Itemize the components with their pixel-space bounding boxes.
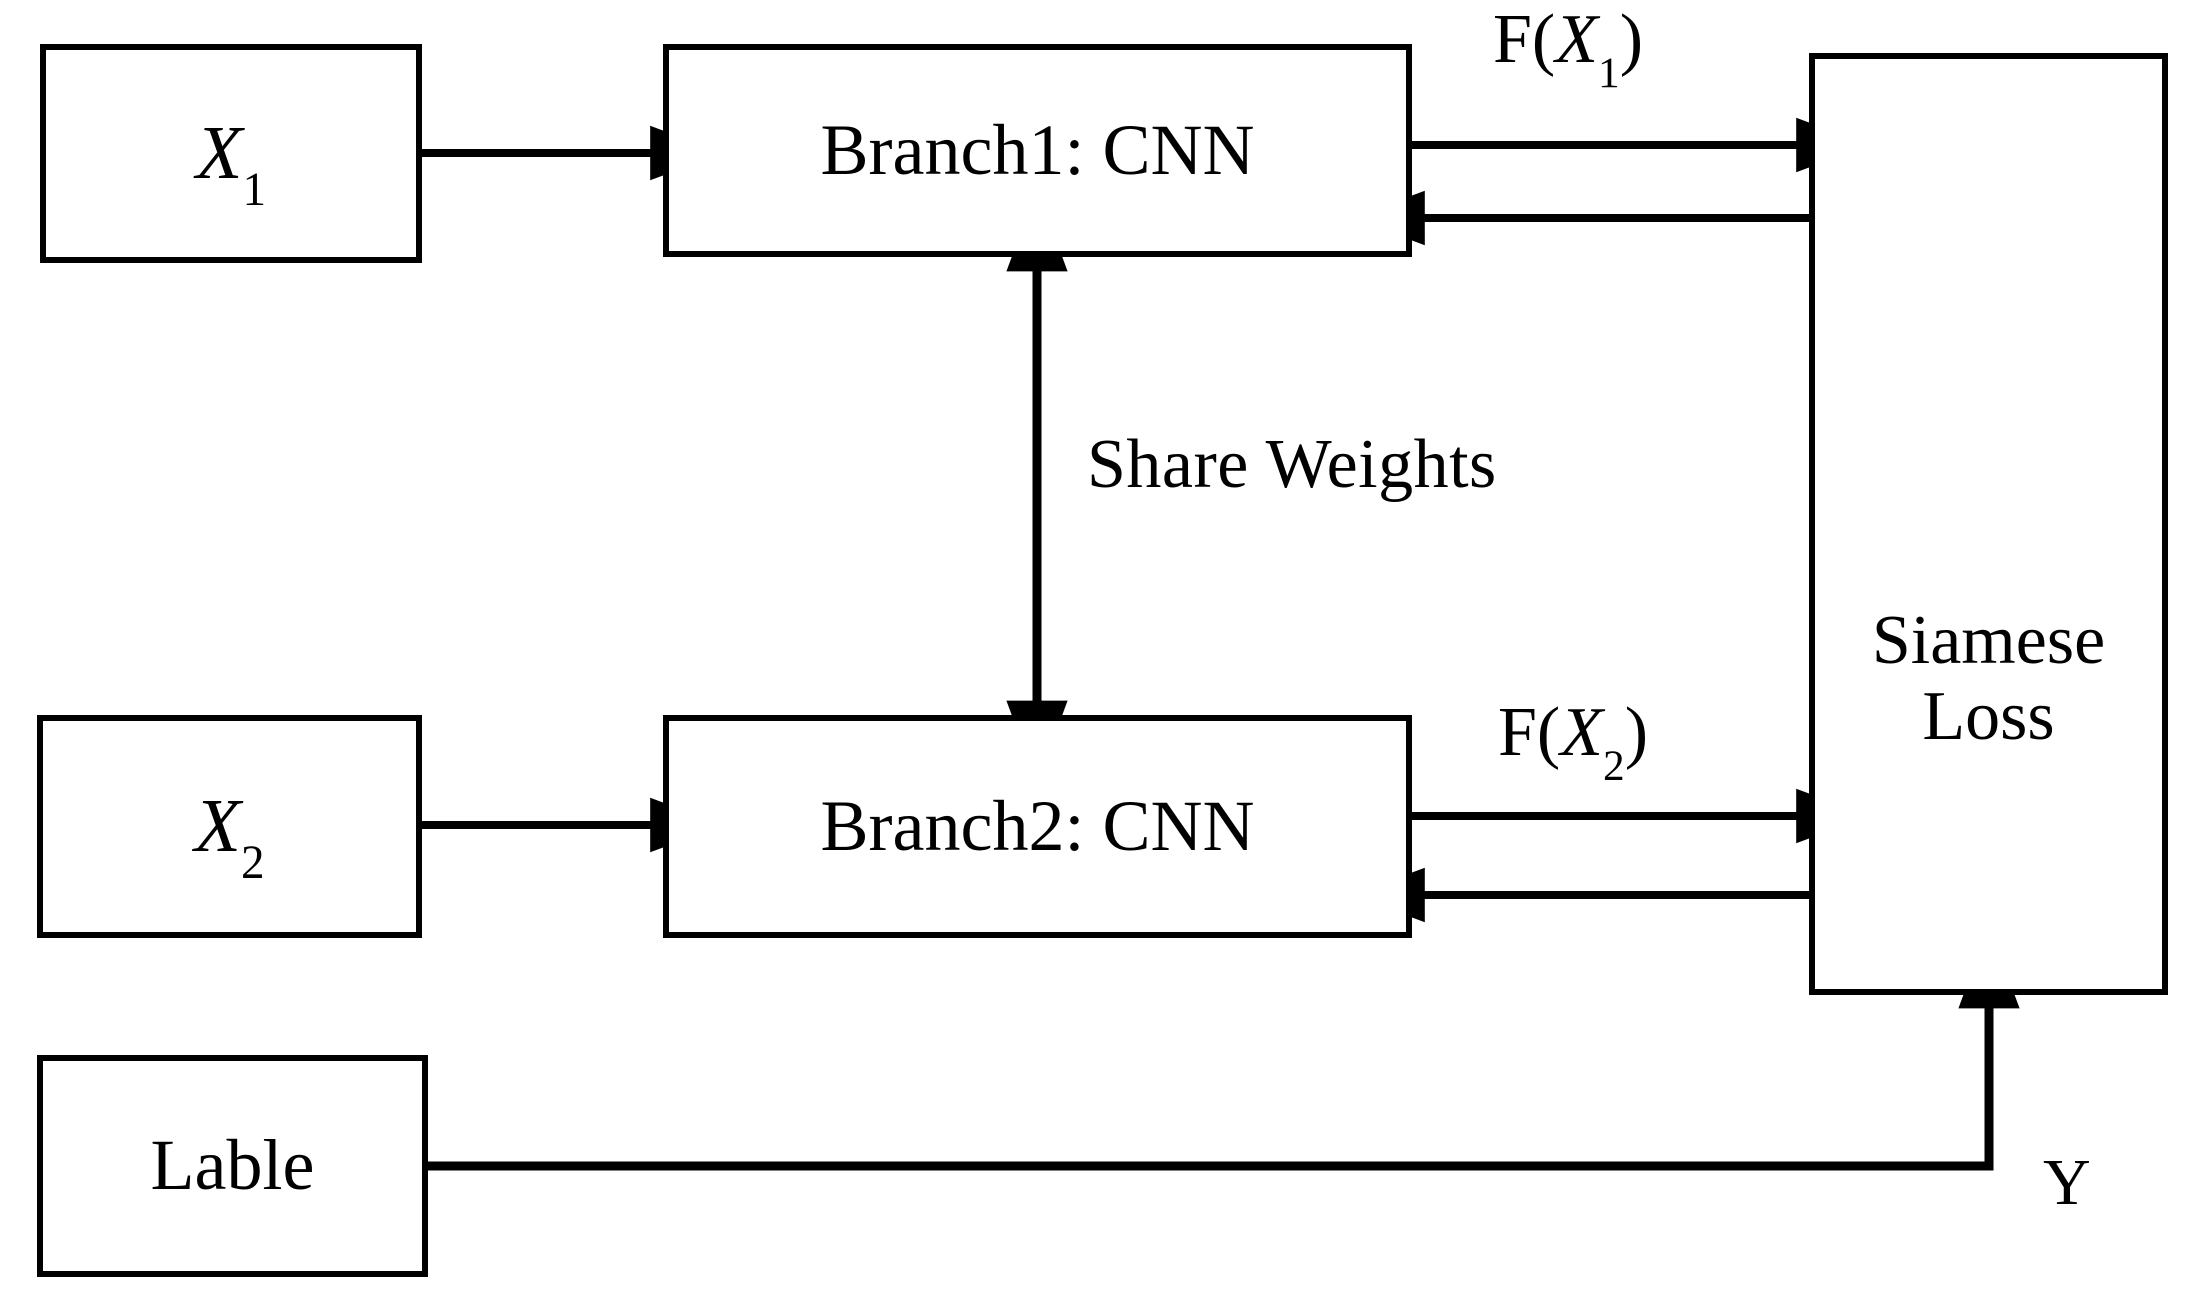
node-x1-label-base: X: [196, 111, 243, 196]
node-branch2[interactable]: Branch2: CNN: [663, 715, 1412, 938]
edge-label-share-weights: Share Weights: [1087, 426, 1497, 503]
node-lable-label: Lable: [150, 1125, 315, 1206]
node-x2-label-subscript: 2: [240, 837, 265, 889]
node-branch2-label: Branch2: CNN: [820, 785, 1255, 866]
edge-label-fx1-suffix: ): [1619, 1, 1644, 78]
edge-label-fx2-var: X: [1560, 694, 1604, 771]
node-x1[interactable]: X1: [40, 44, 422, 263]
node-siamese-loss-line1: Siamese: [1871, 602, 2106, 680]
edge-label-fx2-prefix: F(: [1498, 694, 1561, 771]
edge-label-fx1-subscript: 1: [1598, 48, 1620, 97]
edge-label-y: Y: [2043, 1146, 2091, 1219]
edge-label-fx2: F(X2): [1498, 693, 1649, 787]
edge-label-fx2-subscript: 2: [1603, 741, 1625, 790]
node-x1-label-subscript: 1: [242, 164, 266, 216]
edge-label-fx2-suffix: ): [1624, 694, 1649, 771]
node-x2[interactable]: X2: [37, 715, 422, 938]
node-x2-label: X2: [194, 784, 265, 886]
node-branch1-label: Branch1: CNN: [820, 109, 1255, 190]
edge-label-fx1-var: X: [1555, 1, 1599, 78]
node-x1-label: X1: [196, 111, 266, 213]
node-lable[interactable]: Lable: [37, 1055, 428, 1277]
edge-label-fx1: F(X1): [1493, 0, 1644, 94]
node-x2-label-base: X: [194, 784, 241, 869]
edge-lable-to-loss: [428, 925, 2020, 1171]
node-branch1[interactable]: Branch1: CNN: [663, 44, 1412, 257]
edge-label-fx1-prefix: F(: [1493, 1, 1556, 78]
node-siamese-loss-line2: Loss: [1922, 678, 2055, 755]
